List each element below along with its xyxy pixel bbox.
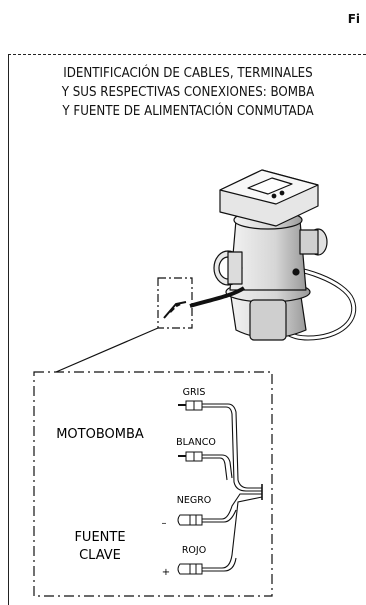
pump-illustration [189, 169, 357, 341]
frame-top-border [8, 54, 366, 55]
wire-label-negro: NEGRO [177, 495, 212, 506]
junction-detail [55, 277, 193, 373]
controller-button-2 [279, 190, 285, 196]
pump-screw [292, 268, 300, 276]
heading-line-3: Y FUENTE DE ALIMENTACIÓN CONMUTADA [62, 104, 314, 119]
connector-gris [178, 400, 203, 411]
junction-wires [163, 301, 187, 319]
wire-label-blanco: BLANCO [176, 437, 216, 448]
wire-label-gris: GRIS [183, 387, 206, 398]
group-label-supply-1: FUENTE [74, 530, 125, 545]
junction-box [157, 277, 193, 329]
group-label-supply-2: CLAVE [79, 548, 121, 563]
heading-line-1: IDENTIFICACIÓN DE CABLES, TERMINALES [63, 66, 313, 81]
wire-label-rojo: ROJO [182, 545, 206, 556]
pump-outlet-fitting [299, 228, 328, 256]
polarity-positive: + [162, 567, 170, 578]
frame-left-border [8, 54, 9, 605]
diagram-heading: IDENTIFICACIÓN DE CABLES, TERMINALES Y S… [10, 64, 366, 121]
leader-line [55, 327, 159, 373]
pump-inlet-fitting [213, 250, 243, 286]
connector-negro [177, 514, 203, 526]
page-corner-label: Fi [347, 12, 360, 26]
connector-blanco [178, 451, 203, 462]
heading-line-2: Y SUS RESPECTIVAS CONEXIONES: BOMBA [61, 85, 315, 100]
wire-bundle [202, 403, 263, 572]
controller-display [247, 177, 293, 195]
pump-to-junction-cable [189, 286, 246, 308]
connectors [177, 400, 203, 575]
controller-button-1 [271, 193, 277, 199]
polarity-negative: – [162, 518, 167, 529]
connector-rojo [177, 563, 203, 575]
connection-box [33, 371, 273, 597]
pump-base-block [249, 299, 287, 341]
group-label-pump: MOTOBOMBA [56, 427, 144, 442]
